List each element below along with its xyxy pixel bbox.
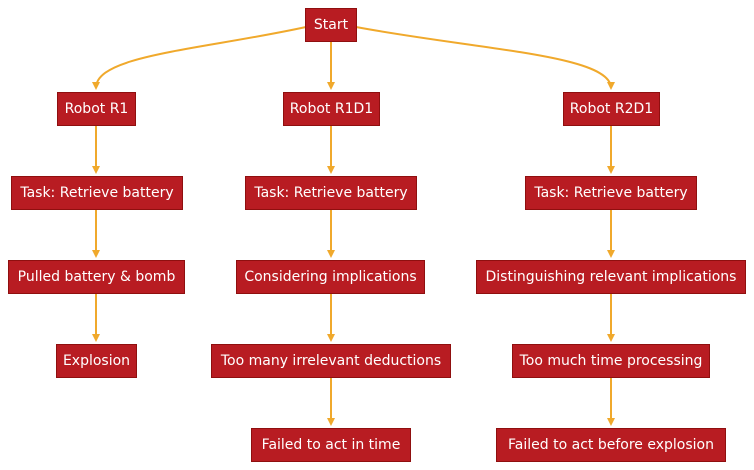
node-r1-task-retrieve-battery: Task: Retrieve battery: [11, 176, 183, 210]
node-robot-r1: Robot R1: [57, 92, 136, 126]
node-r1d1-failed-to-act-in-time: Failed to act in time: [251, 428, 411, 462]
node-start: Start: [305, 8, 357, 42]
node-robot-r2d1: Robot R2D1: [563, 92, 660, 126]
node-r2d1-task-retrieve-battery: Task: Retrieve battery: [525, 176, 697, 210]
node-r1d1-considering-implications: Considering implications: [236, 260, 425, 294]
node-r1-explosion: Explosion: [56, 344, 137, 378]
edge-start-to-r1: [92, 26, 307, 90]
node-r1d1-task-retrieve-battery: Task: Retrieve battery: [245, 176, 417, 210]
node-r2d1-too-much-time-processing: Too much time processing: [512, 344, 710, 378]
node-r1d1-too-many-irrelevant-deductions: Too many irrelevant deductions: [211, 344, 451, 378]
node-r2d1-failed-to-act-before-explosion: Failed to act before explosion: [496, 428, 726, 462]
edge-start-to-r2d1: [355, 26, 615, 90]
node-r1-pulled-battery-bomb: Pulled battery & bomb: [8, 260, 185, 294]
node-robot-r1d1: Robot R1D1: [283, 92, 380, 126]
node-r2d1-distinguishing-relevant-implications: Distinguishing relevant implications: [476, 260, 746, 294]
